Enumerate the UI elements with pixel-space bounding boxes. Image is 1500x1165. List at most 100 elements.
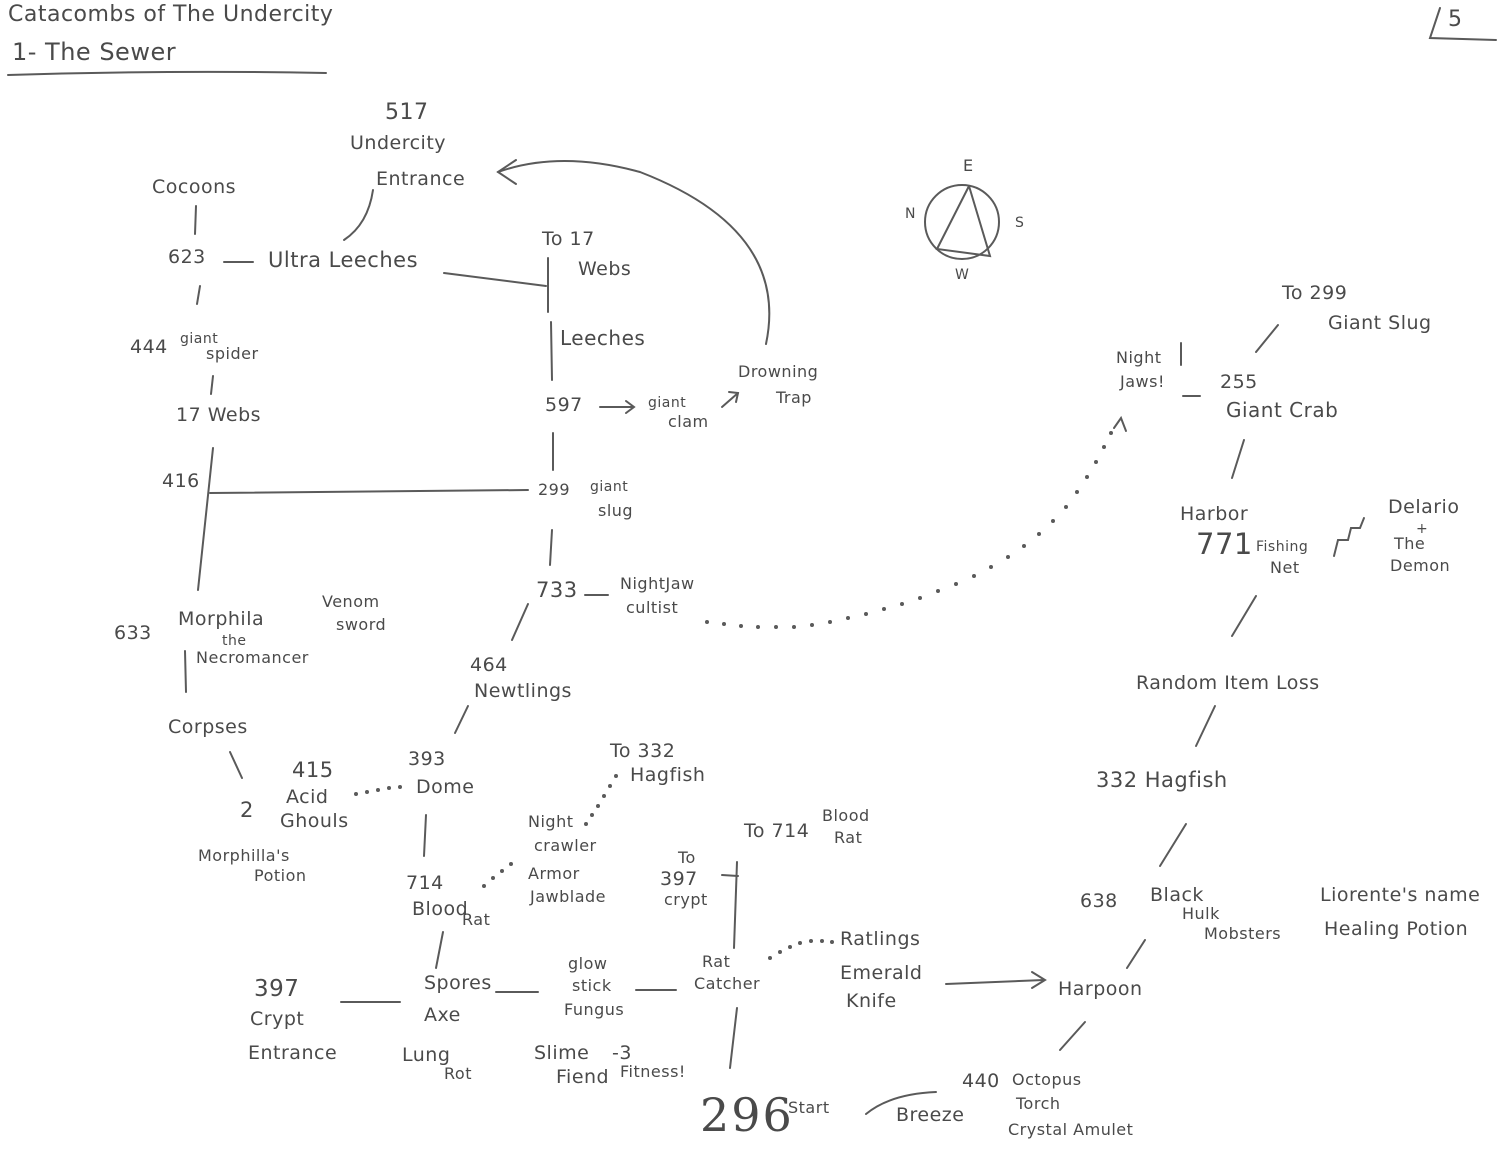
node-black-3: Mobsters: [1204, 924, 1282, 943]
node-332-hagfish: 332 Hagfish: [1096, 768, 1228, 792]
node-necromancer: Necromancer: [196, 648, 309, 667]
node-blood-rat-r1: Blood: [822, 806, 870, 825]
node-corpses: Corpses: [168, 716, 248, 738]
node-fishing-1: Fishing: [1256, 539, 1309, 555]
node-to-17: To 17: [542, 228, 595, 250]
title-underline: [7, 70, 327, 76]
node-633: 633: [114, 622, 152, 644]
edge-623-444: [196, 285, 201, 305]
node-to-332: To 332: [610, 740, 676, 762]
node-slime-2: Fiend: [556, 1066, 610, 1088]
edge-random-332: [1195, 705, 1216, 747]
node-undercity: Undercity: [350, 132, 447, 154]
compass-ring: [924, 184, 1000, 260]
node-444: 444: [130, 336, 168, 358]
node-255: 255: [1220, 371, 1258, 393]
node-octopus: Octopus: [1012, 1070, 1082, 1089]
node-glow-1: glow: [568, 954, 608, 973]
node-black-2: Hulk: [1182, 904, 1220, 923]
arrow-clam-drowning: [721, 392, 739, 408]
node-breeze: Breeze: [896, 1104, 965, 1126]
node-440: 440: [962, 1070, 1000, 1092]
edge-ultra-517: [343, 189, 374, 241]
node-blood-rat-r2: Rat: [834, 828, 863, 847]
edge-start-breeze: [865, 1091, 937, 1115]
edge-393-714: [423, 814, 427, 857]
node-webs-right: Webs: [578, 258, 632, 280]
edge-733-464: [511, 603, 529, 641]
node-ultra-leeches: Ultra Leeches: [268, 248, 419, 272]
compass-east: E: [963, 156, 974, 175]
node-glow-2: stick: [572, 976, 612, 995]
node-lung-1: Lung: [402, 1044, 451, 1066]
node-night-crawler-1: Night: [528, 812, 574, 831]
node-17-webs: 17 Webs: [176, 404, 262, 426]
node-venom-2: sword: [336, 615, 387, 634]
edge-771-random: [1231, 595, 1257, 637]
dotted-trail-arrow-head: [1113, 415, 1127, 432]
node-dome: Dome: [416, 776, 475, 798]
node-healing-potion: Healing Potion: [1324, 918, 1469, 940]
node-giant-clam-1: giant: [648, 395, 687, 411]
node-slime-1: Slime: [534, 1042, 590, 1064]
edge-spine-2: [550, 321, 553, 381]
node-newtlings: Newtlings: [474, 680, 572, 702]
node-299: 299: [538, 480, 571, 499]
node-minus-3: -3: [612, 1042, 632, 1064]
dotted-trail-rat-ratlings: [768, 939, 834, 960]
node-fungus: Fungus: [564, 1000, 625, 1019]
arrow-597-clam-head: [625, 400, 636, 414]
node-spores: Spores: [424, 972, 492, 994]
node-night-jaws-2: Jaws!: [1120, 372, 1165, 391]
node-714-blood: Blood: [412, 898, 469, 920]
node-leeches: Leeches: [560, 326, 646, 350]
node-714-rat: Rat: [462, 910, 491, 929]
edge-714-spores: [435, 931, 444, 969]
node-giant-slug-2: slug: [598, 501, 634, 520]
node-623: 623: [168, 246, 206, 268]
node-the-demon-2: Demon: [1390, 556, 1451, 575]
node-giant-clam-2: clam: [668, 412, 709, 431]
node-733: 733: [536, 578, 578, 602]
node-liorentes-name: Liorente's name: [1320, 884, 1481, 906]
node-to-299: To 299: [1282, 282, 1348, 304]
node-morphillas-1: Morphilla's: [198, 846, 290, 865]
node-armor: Armor: [528, 864, 580, 883]
node-morphila: Morphila: [178, 608, 265, 630]
dotted-trail-415-393: [354, 785, 402, 796]
node-start: Start: [788, 1098, 830, 1117]
arrow-emerald-harpoon: [945, 979, 1045, 985]
edge-to397-tick: [721, 874, 739, 877]
node-nightjaw-1: NightJaw: [620, 574, 695, 593]
node-296: 296: [700, 1088, 794, 1142]
node-to-714: To 714: [744, 820, 810, 842]
dotted-trail-crawler-332: [584, 774, 618, 826]
compass-triangle: [935, 185, 992, 258]
edge-corpses-2: [229, 751, 243, 779]
node-acid: Acid: [286, 786, 329, 808]
edge-rat-296: [729, 1007, 738, 1069]
edge-416-299: [209, 489, 529, 494]
node-torch: Torch: [1016, 1094, 1061, 1113]
compass-west: W: [955, 267, 970, 283]
node-harpoon: Harpoon: [1058, 978, 1143, 1000]
compass-north: N: [905, 206, 916, 222]
node-597: 597: [545, 394, 583, 416]
node-ghouls: Ghouls: [280, 810, 349, 832]
node-to-397-1: To: [678, 848, 696, 867]
edge-ultra-spine: [443, 272, 547, 287]
node-2: 2: [240, 798, 254, 822]
node-morphillas-2: Potion: [254, 866, 307, 885]
node-crypt-entrance: Entrance: [248, 1042, 338, 1064]
page-corner-mark: [1428, 7, 1497, 41]
node-rat-catcher-1: Rat: [702, 952, 731, 971]
node-393: 393: [408, 748, 446, 770]
lightning-zigzag: [1333, 517, 1365, 557]
node-harbor: Harbor: [1180, 503, 1249, 525]
edge-255-to299: [1255, 324, 1279, 353]
arrow-emerald-harpoon-head: [1031, 971, 1047, 989]
arrow-drowning-517-head: [496, 159, 517, 185]
edge-octopus-harpoon: [1059, 1021, 1086, 1051]
node-517: 517: [385, 100, 429, 125]
